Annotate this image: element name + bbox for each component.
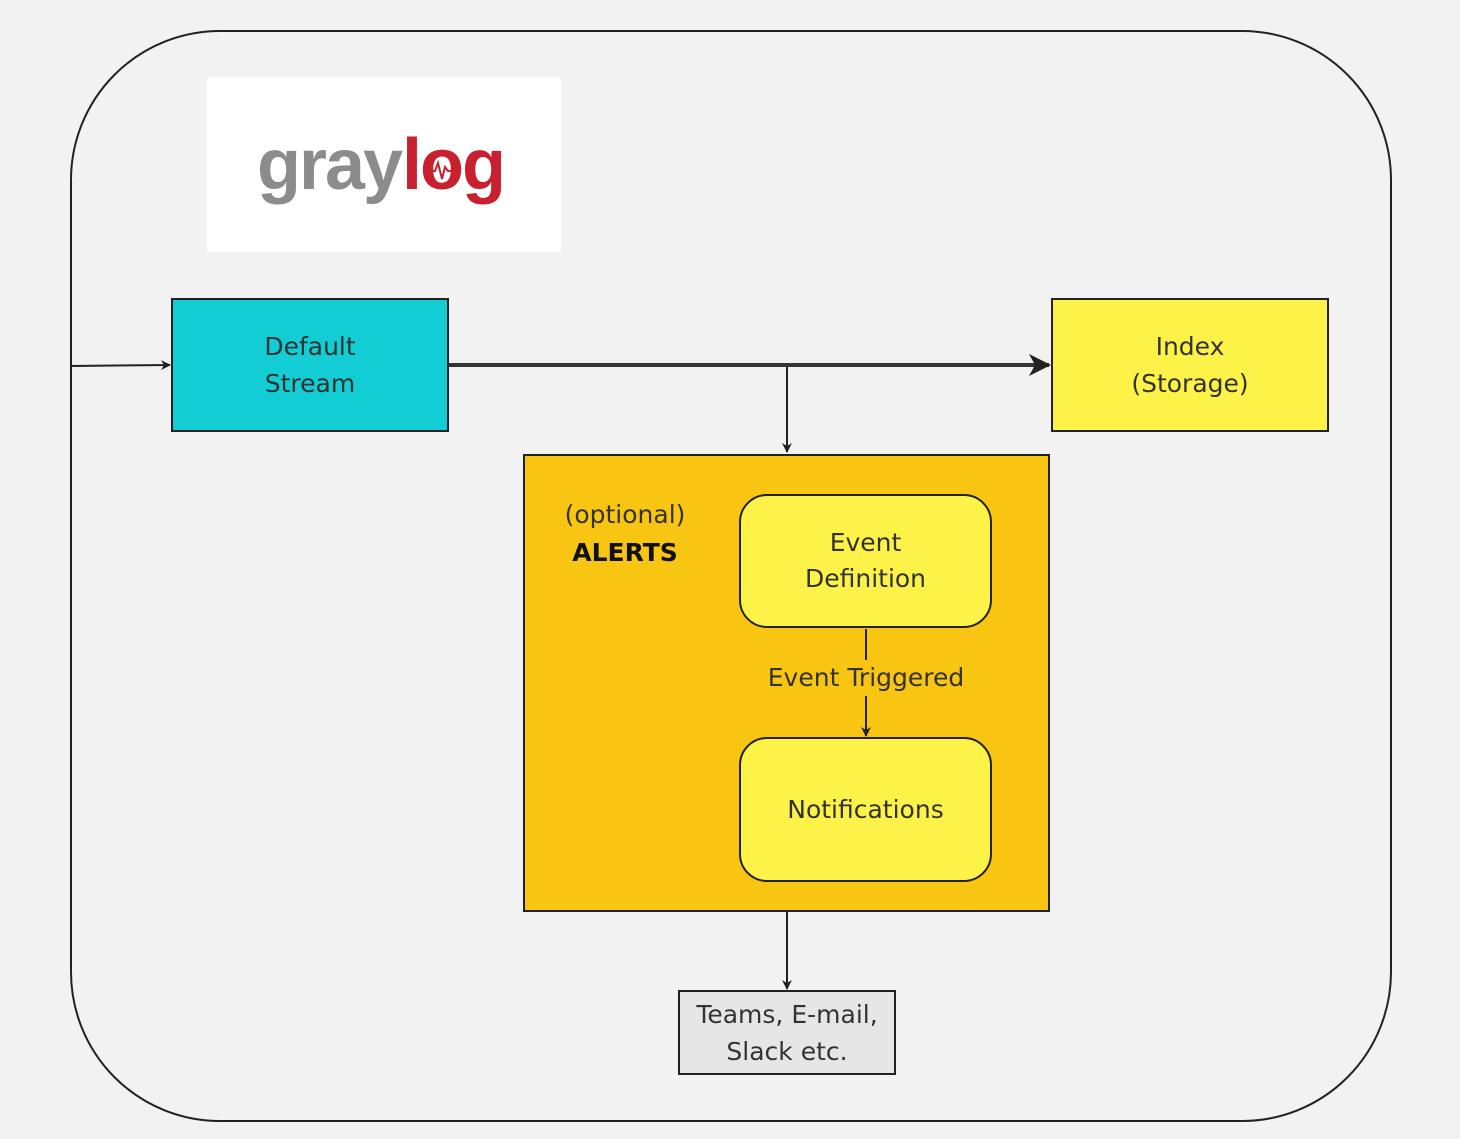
system-boundary (70, 30, 1392, 1122)
destinations-line1: Teams, E-mail, (696, 999, 878, 1029)
alerts-label: (optional) ALERTS (541, 496, 709, 572)
alerts-title: ALERTS (572, 538, 678, 567)
index-line1: Index (1155, 332, 1225, 361)
logo-text-log: log (402, 125, 504, 205)
destinations-node: Teams, E-mail, Slack etc. (678, 990, 896, 1075)
destinations-line2: Slack etc. (726, 1036, 848, 1066)
default-stream-line2: Stream (264, 369, 356, 398)
event-definition-node: Event Definition (739, 494, 992, 628)
edge-input-to-stream (69, 360, 171, 371)
logo-text-gray: gray (257, 125, 403, 205)
event-definition-line2: Definition (804, 564, 927, 593)
event-definition-line1: Event (829, 528, 902, 557)
index-storage-node: Index (Storage) (1051, 298, 1329, 432)
graylog-logo-graphic: gray log (257, 125, 506, 205)
graylog-logo: gray log (207, 77, 561, 252)
default-stream-node: Default Stream (171, 298, 449, 432)
notifications-label: Notifications (787, 795, 944, 824)
pulse-icon (429, 159, 454, 180)
notifications-node: Notifications (739, 737, 992, 882)
event-triggered-label: Event Triggered (740, 660, 992, 696)
alerts-optional-text: (optional) (564, 500, 686, 529)
index-line2: (Storage) (1131, 369, 1249, 398)
default-stream-line1: Default (264, 332, 356, 361)
